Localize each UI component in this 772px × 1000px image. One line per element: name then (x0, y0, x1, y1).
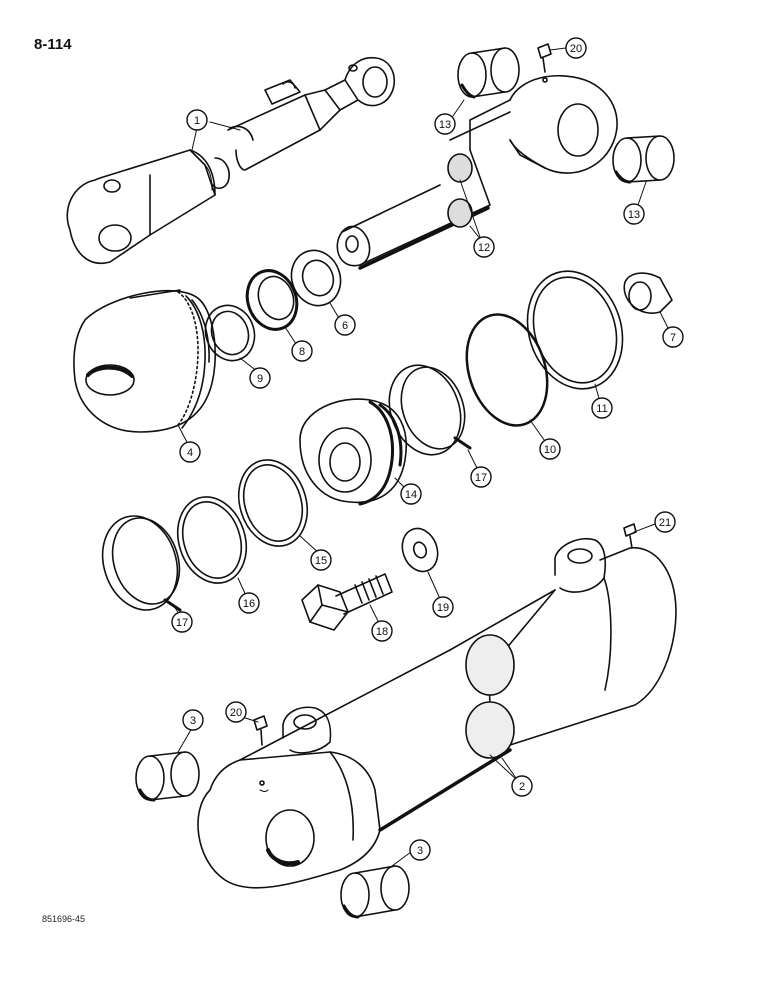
cylinder-head (73, 289, 216, 433)
callout-14[interactable]: 14 (400, 483, 422, 505)
piston-14 (299, 398, 407, 506)
callout-3-upper[interactable]: 3 (182, 709, 204, 731)
callout-8-label: 8 (299, 346, 305, 358)
callout-4[interactable]: 4 (179, 441, 201, 463)
callout-17-lower-label: 17 (176, 617, 188, 629)
callout-14-label: 14 (405, 489, 417, 501)
callout-19-label: 19 (437, 602, 449, 614)
callout-7-label: 7 (670, 332, 676, 344)
callout-3-lower[interactable]: 3 (409, 839, 431, 861)
bushing-7 (623, 272, 673, 314)
callout-18-label: 18 (376, 626, 388, 638)
callout-20-top-label: 20 (570, 43, 582, 55)
callout-16-label: 16 (243, 598, 255, 610)
callout-19[interactable]: 19 (432, 596, 454, 618)
washer-19 (401, 527, 439, 573)
callout-21[interactable]: 21 (654, 511, 676, 533)
assembled-cylinder (66, 56, 396, 265)
seal-9 (204, 304, 256, 362)
callout-20-top[interactable]: 20 (565, 37, 587, 59)
callout-17-upper-label: 17 (475, 472, 487, 484)
leader-lines (174, 47, 671, 867)
callout-9-label: 9 (257, 373, 263, 385)
bolt-18 (301, 573, 393, 631)
wear-ring-17-upper (388, 364, 472, 456)
callout-10[interactable]: 10 (539, 438, 561, 460)
callout-1-label: 1 (194, 115, 200, 127)
callout-11[interactable]: 11 (591, 397, 613, 419)
grease-fitting-top (537, 43, 552, 83)
callout-10-label: 10 (544, 444, 556, 456)
callout-13-lower-label: 13 (628, 209, 640, 221)
callout-8[interactable]: 8 (291, 340, 313, 362)
callout-2-label: 2 (519, 781, 525, 793)
bushing-13-upper (457, 47, 520, 99)
grease-fitting-bottom (253, 715, 268, 786)
callout-15-label: 15 (315, 555, 327, 567)
callout-4-label: 4 (187, 447, 193, 459)
callout-13-upper[interactable]: 13 (434, 113, 456, 135)
callout-3-upper-label: 3 (190, 715, 196, 727)
callout-20-bottom[interactable]: 20 (225, 701, 247, 723)
ring-15 (237, 459, 309, 547)
callout-11-label: 11 (596, 403, 607, 415)
callout-6[interactable]: 6 (334, 314, 356, 336)
wear-ring-17-lower (101, 515, 182, 612)
bushing-13-lower (612, 135, 675, 184)
o-ring-10 (465, 313, 549, 427)
callout-18[interactable]: 18 (371, 620, 393, 642)
breather-21 (623, 523, 637, 549)
ring-11 (526, 270, 624, 390)
callout-20-bottom-label: 20 (230, 707, 242, 719)
seal-8 (245, 269, 299, 331)
callout-13-lower[interactable]: 13 (623, 203, 645, 225)
callout-6-label: 6 (342, 320, 348, 332)
bushing-3-lower (340, 865, 410, 919)
bushing-3-upper (135, 751, 200, 802)
callout-17-lower[interactable]: 17 (171, 611, 193, 633)
piston-rod (336, 74, 618, 270)
ring-16 (176, 496, 248, 584)
callout-16[interactable]: 16 (238, 592, 260, 614)
callout-3-lower-label: 3 (417, 845, 423, 857)
seal-6 (290, 249, 342, 307)
callout-7[interactable]: 7 (662, 326, 684, 348)
callout-21-label: 21 (659, 517, 671, 529)
callout-12[interactable]: 12 (473, 236, 495, 258)
page-number: 8-114 (34, 36, 72, 53)
callout-9[interactable]: 9 (249, 367, 271, 389)
callouts: 1 20 13 13 12 9 (171, 37, 684, 861)
callout-15[interactable]: 15 (310, 549, 332, 571)
drawing-code: 851696-45 (42, 914, 86, 924)
callout-17-upper[interactable]: 17 (470, 466, 492, 488)
cylinder-barrel (197, 538, 677, 889)
callout-2[interactable]: 2 (511, 775, 533, 797)
callout-1[interactable]: 1 (186, 109, 208, 131)
callout-12-label: 12 (478, 242, 490, 254)
callout-13-upper-label: 13 (439, 119, 451, 131)
